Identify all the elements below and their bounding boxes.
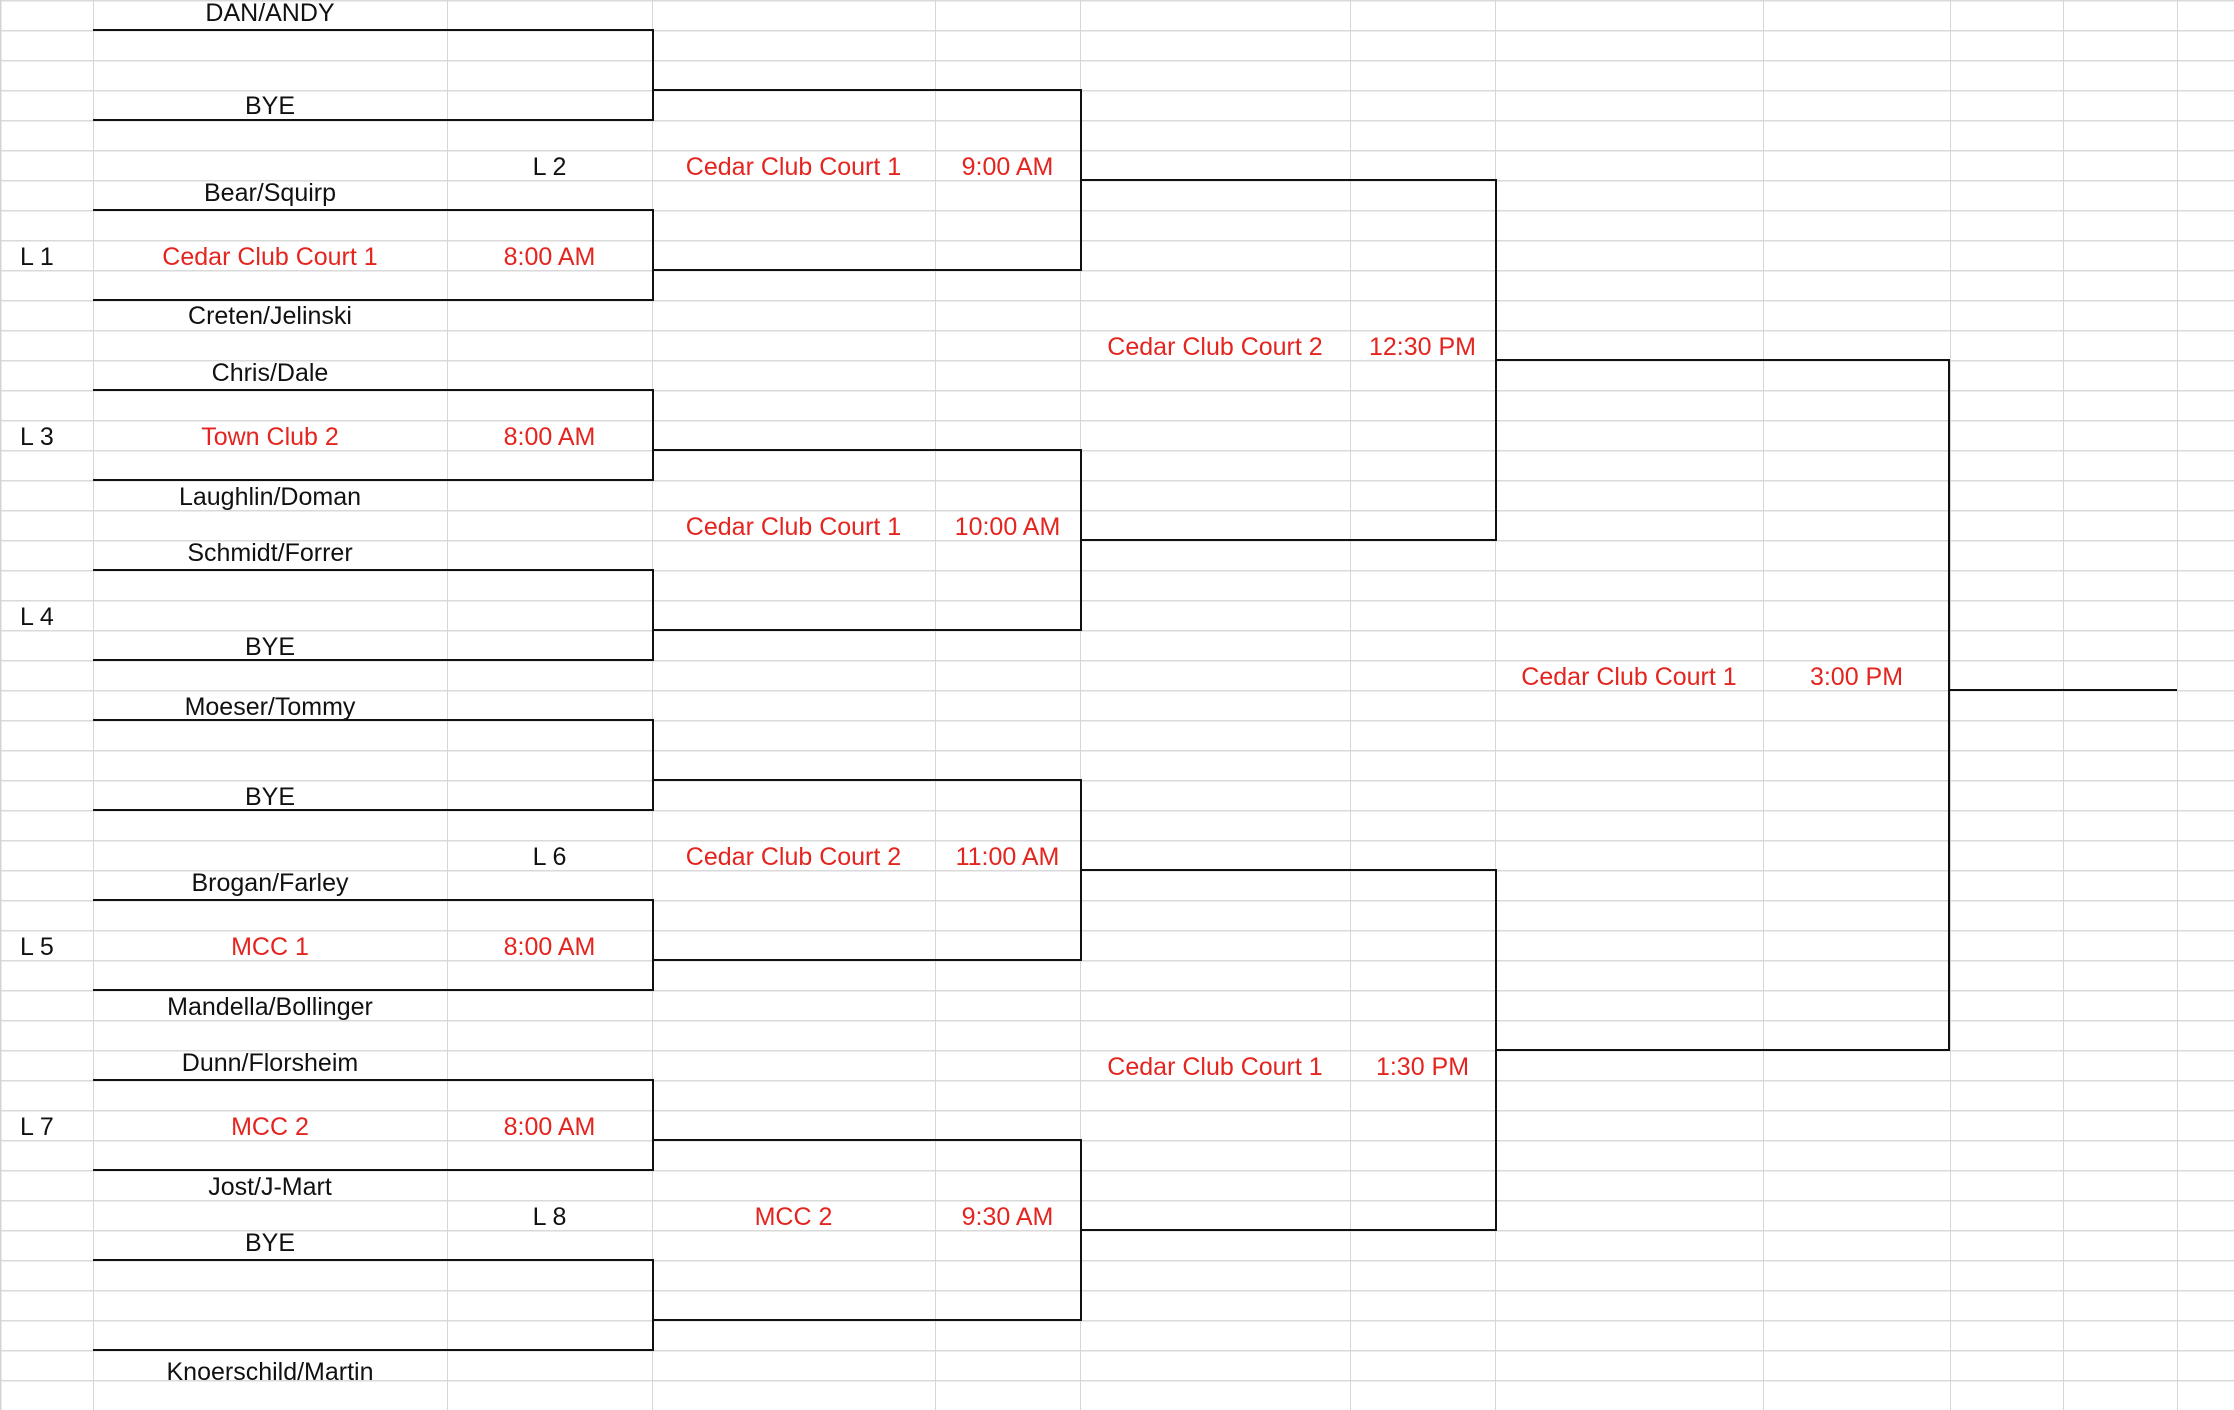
bracket-line bbox=[1080, 539, 1497, 541]
match-label[interactable]: L 5 bbox=[20, 933, 54, 961]
gridline bbox=[2063, 0, 2064, 1410]
time-cell[interactable]: 8:00 AM bbox=[503, 933, 596, 961]
court-cell[interactable]: Cedar Club Court 1 bbox=[162, 243, 378, 271]
bracket-line bbox=[93, 989, 654, 991]
gridline bbox=[1350, 0, 1351, 1410]
match-label[interactable]: L 8 bbox=[532, 1203, 567, 1231]
bracket-line bbox=[652, 1319, 1082, 1321]
team-cell[interactable]: Brogan/Farley bbox=[191, 869, 349, 897]
gridline bbox=[1950, 0, 1951, 1410]
court-cell[interactable]: Cedar Club Court 2 bbox=[685, 843, 902, 871]
bracket-line bbox=[93, 719, 654, 721]
bracket-line bbox=[93, 29, 654, 31]
team-cell[interactable]: BYE bbox=[244, 1229, 296, 1257]
bracket-line bbox=[652, 959, 1082, 961]
time-cell[interactable]: 8:00 AM bbox=[503, 1113, 596, 1141]
bracket-line bbox=[93, 809, 654, 811]
match-label[interactable]: L 7 bbox=[20, 1113, 54, 1141]
bracket-line bbox=[93, 389, 654, 391]
team-cell[interactable]: Bear/Squirp bbox=[203, 179, 337, 207]
team-cell[interactable]: DAN/ANDY bbox=[205, 0, 335, 27]
team-cell[interactable]: BYE bbox=[244, 633, 296, 661]
gridline bbox=[1495, 0, 1496, 1410]
time-cell[interactable]: 10:00 AM bbox=[954, 513, 1061, 541]
bracket-line bbox=[93, 1349, 654, 1351]
court-cell[interactable]: Town Club 2 bbox=[201, 423, 339, 451]
bracket-line bbox=[652, 269, 1082, 271]
gridline bbox=[935, 0, 936, 1410]
time-cell[interactable]: 12:30 PM bbox=[1368, 333, 1476, 361]
court-cell[interactable]: MCC 1 bbox=[231, 933, 309, 961]
court-cell[interactable]: Cedar Club Court 1 bbox=[685, 513, 902, 541]
bracket-line bbox=[652, 1259, 654, 1351]
team-cell[interactable]: Knoerschild/Martin bbox=[166, 1358, 374, 1386]
gridline bbox=[93, 0, 94, 1410]
gridline bbox=[2177, 0, 2178, 1410]
bracket-line bbox=[652, 629, 1082, 631]
team-cell[interactable]: Jost/J-Mart bbox=[208, 1173, 332, 1201]
match-label[interactable]: L 2 bbox=[532, 153, 567, 181]
court-cell[interactable]: Cedar Club Court 1 bbox=[685, 153, 902, 181]
match-label[interactable]: L 3 bbox=[20, 423, 54, 451]
bracket-line bbox=[652, 719, 654, 811]
bracket-line bbox=[1080, 869, 1497, 871]
team-cell[interactable]: Mandella/Bollinger bbox=[167, 993, 373, 1021]
bracket-line bbox=[93, 1259, 654, 1261]
team-cell[interactable]: Schmidt/Forrer bbox=[187, 539, 353, 567]
bracket-line bbox=[1495, 1049, 1950, 1051]
bracket-line bbox=[93, 899, 654, 901]
match-label[interactable]: L 4 bbox=[20, 603, 54, 631]
bracket-line bbox=[1948, 359, 1950, 1051]
bracket-line bbox=[93, 119, 654, 121]
bracket-line bbox=[652, 389, 654, 481]
bracket-line bbox=[652, 569, 654, 661]
bracket-line bbox=[652, 29, 654, 121]
bracket-line bbox=[1495, 359, 1950, 361]
bracket-line bbox=[652, 89, 1082, 91]
gridline bbox=[447, 0, 448, 1410]
time-cell[interactable]: 9:30 AM bbox=[961, 1203, 1054, 1231]
court-cell[interactable]: Cedar Club Court 2 bbox=[1107, 333, 1323, 361]
gridline bbox=[652, 0, 653, 1410]
bracket-line bbox=[652, 209, 654, 301]
bracket-line bbox=[1080, 179, 1497, 181]
team-cell[interactable]: Creten/Jelinski bbox=[188, 302, 352, 330]
team-cell[interactable]: BYE bbox=[244, 92, 296, 120]
team-cell[interactable]: Dunn/Florsheim bbox=[181, 1049, 359, 1077]
champion-line bbox=[1948, 689, 2177, 691]
bracket-line bbox=[652, 899, 654, 991]
team-cell[interactable]: BYE bbox=[244, 783, 296, 811]
bracket-line bbox=[652, 449, 1082, 451]
gridline bbox=[1080, 0, 1081, 1410]
bracket-line bbox=[652, 779, 1082, 781]
bracket-line bbox=[93, 1079, 654, 1081]
court-cell[interactable]: Cedar Club Court 1 bbox=[1521, 663, 1737, 691]
match-label[interactable]: L 6 bbox=[532, 843, 567, 871]
team-cell[interactable]: Chris/Dale bbox=[211, 359, 329, 387]
time-cell[interactable]: 11:00 AM bbox=[955, 843, 1060, 871]
bracket-line bbox=[93, 569, 654, 571]
match-label[interactable]: L 1 bbox=[20, 243, 54, 271]
time-cell[interactable]: 9:00 AM bbox=[961, 153, 1054, 181]
court-cell[interactable]: MCC 2 bbox=[754, 1203, 833, 1231]
bracket-line bbox=[1080, 1229, 1497, 1231]
bracket-line bbox=[652, 1139, 1082, 1141]
gridline bbox=[1763, 0, 1764, 1410]
time-cell[interactable]: 3:00 PM bbox=[1809, 663, 1904, 691]
bracket-line bbox=[93, 299, 654, 301]
time-cell[interactable]: 8:00 AM bbox=[503, 423, 596, 451]
bracket-line bbox=[93, 1169, 654, 1171]
court-cell[interactable]: Cedar Club Court 1 bbox=[1107, 1053, 1323, 1081]
time-cell[interactable]: 1:30 PM bbox=[1375, 1053, 1470, 1081]
court-cell[interactable]: MCC 2 bbox=[231, 1113, 309, 1141]
bracket-line bbox=[93, 209, 654, 211]
bracket-line bbox=[93, 479, 654, 481]
bracket-line bbox=[93, 659, 654, 661]
team-cell[interactable]: Moeser/Tommy bbox=[184, 693, 356, 721]
team-cell[interactable]: Laughlin/Doman bbox=[178, 483, 362, 511]
bracket-line bbox=[652, 1079, 654, 1171]
time-cell[interactable]: 8:00 AM bbox=[503, 243, 596, 271]
